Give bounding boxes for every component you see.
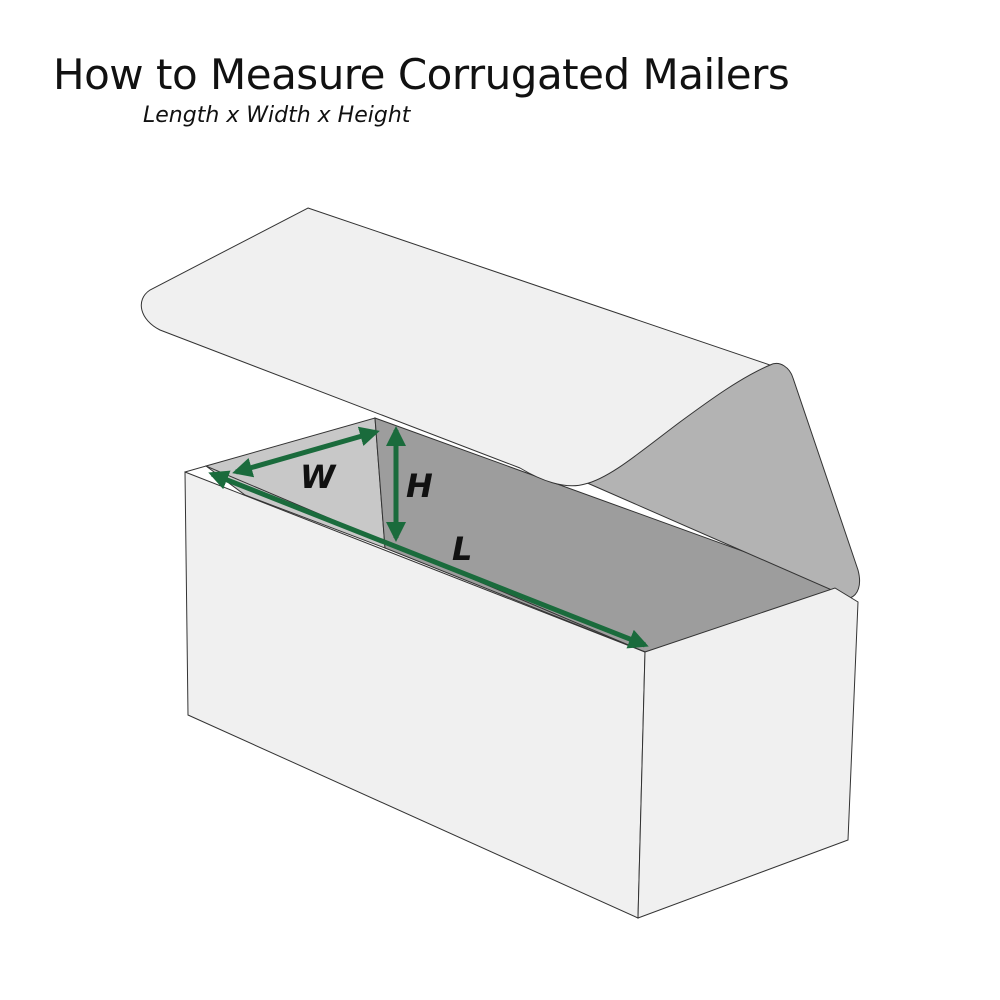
width-label: W xyxy=(300,458,337,496)
page-subtitle: Length x Width x Height xyxy=(143,103,411,128)
page-title: How to Measure Corrugated Mailers xyxy=(53,50,790,99)
width-arrow xyxy=(232,426,380,478)
length-label: L xyxy=(452,530,472,568)
length-arrow xyxy=(208,470,649,649)
box-right-face xyxy=(637,587,859,919)
height-label: H xyxy=(406,467,433,505)
